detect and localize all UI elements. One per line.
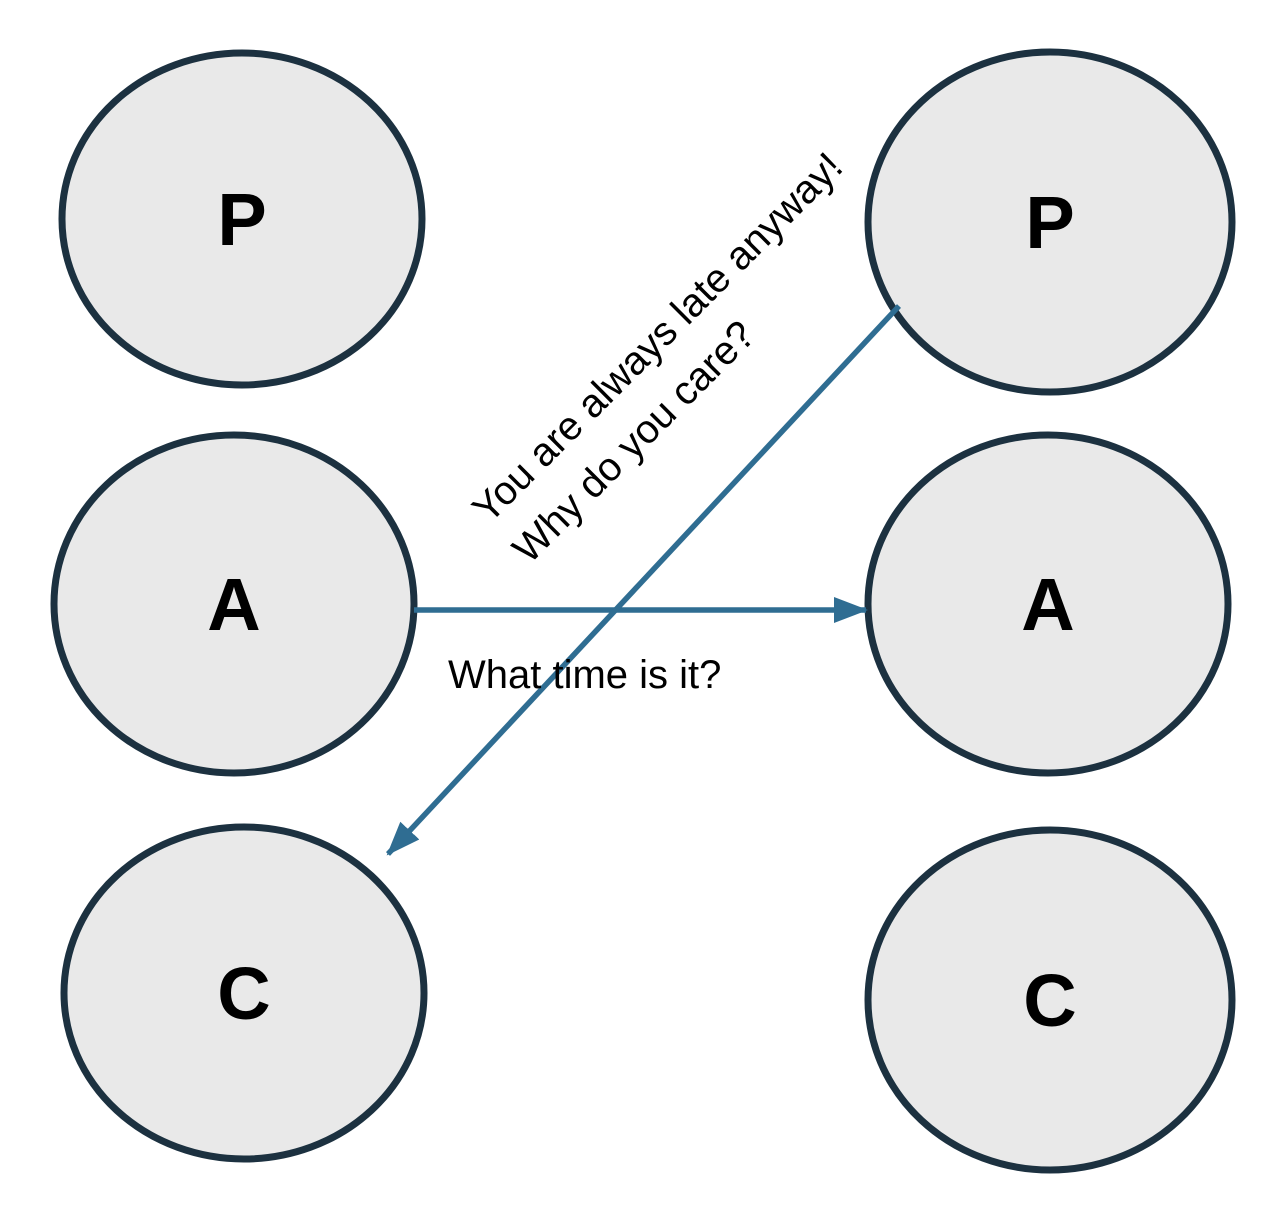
- node-right-adult-label: A: [1021, 563, 1074, 646]
- node-left-parent-circle: [58, 49, 426, 389]
- stimulus-arrow-caption: What time is it?: [448, 653, 721, 697]
- node-left-child-label: C: [217, 952, 270, 1035]
- node-right-parent-label: P: [1025, 181, 1074, 264]
- node-left-adult-label: A: [207, 563, 260, 646]
- node-left-parent-label: P: [217, 178, 266, 261]
- node-right-adult-circle: [864, 431, 1232, 777]
- node-right-child-label: C: [1023, 959, 1076, 1042]
- node-right-parent-circle: [864, 48, 1236, 396]
- response-arrow-caption-line1: You are always late anyway!: [464, 144, 851, 531]
- arrow-response-parent-to-child: [385, 304, 902, 856]
- node-left-adult-circle: [50, 431, 418, 777]
- node-right-child-circle: [864, 826, 1236, 1174]
- response-arrow-caption: You are always late anyway! Why do you c…: [464, 137, 899, 572]
- node-left-child-circle: [60, 823, 428, 1163]
